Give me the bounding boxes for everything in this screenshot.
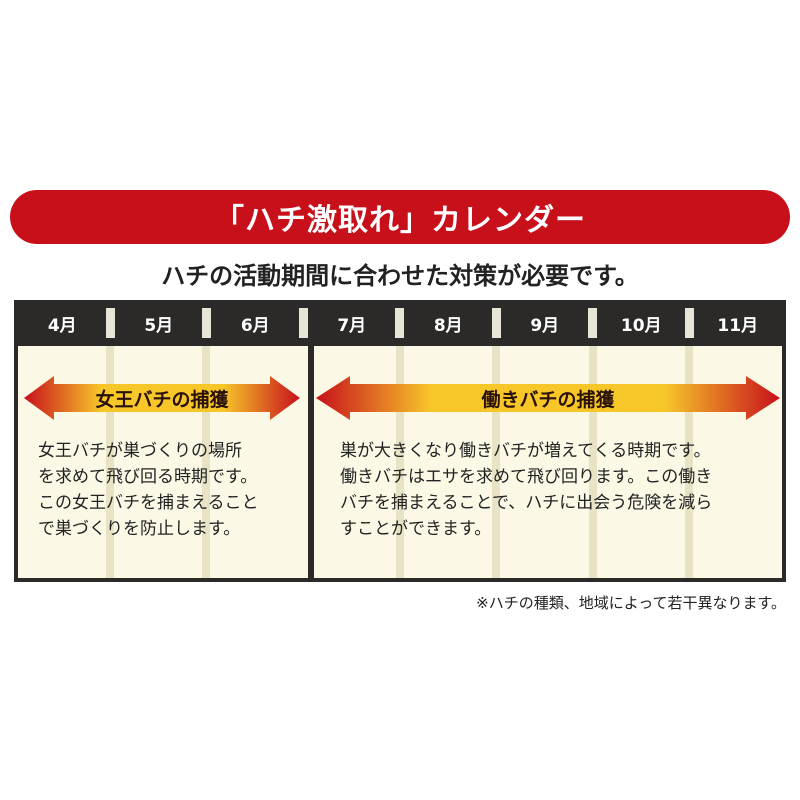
month-separator (685, 308, 694, 338)
month-label: 10月 (620, 315, 662, 336)
month-label: 9月 (530, 315, 560, 336)
description-line: すことができます。 (340, 519, 492, 539)
month-cell: 11月 (690, 300, 787, 346)
month-header: 4月 5月 6月 7月 8月 9月 10月 11月 (14, 300, 786, 346)
double-arrow-icon (316, 376, 780, 420)
worker-period-arrow: 働きバチの捕獲 (316, 376, 780, 420)
activity-calendar: 4月 5月 6月 7月 8月 9月 10月 11月 (14, 300, 786, 582)
month-cell: 4月 (14, 300, 111, 346)
queen-description: 女王バチが巣づくりの場所 を求めて飛び回る時期です。 この女王バチを捕まえること… (38, 438, 306, 542)
subtitle: ハチの活動期間に合わせた対策が必要です。 (161, 262, 639, 290)
description-line: この女王バチを捕まえること (38, 493, 259, 513)
month-label: 4月 (47, 315, 77, 336)
description-line: 働きバチはエサを求めて飛び回ります。この働き (340, 467, 713, 487)
worker-capture-label: 働きバチの捕獲 (481, 388, 615, 411)
month-guide-line (202, 346, 210, 578)
description-line: 女王バチが巣づくりの場所 (38, 441, 242, 461)
month-separator (106, 308, 115, 338)
month-cell: 10月 (593, 300, 690, 346)
month-label: 6月 (240, 315, 270, 336)
month-label: 7月 (337, 315, 367, 336)
description-line: バチを捕まえることで、ハチに出会う危険を減ら (340, 493, 713, 513)
description-line: で巣づくりを防止します。 (38, 519, 241, 539)
worker-description: 巣が大きくなり働きバチが増えてくる時期です。 働きバチはエサを求めて飛び回ります… (340, 438, 780, 542)
month-guide-line (492, 346, 500, 578)
month-separator (492, 308, 501, 338)
queen-period-arrow: 女王バチの捕獲 (24, 376, 300, 420)
month-cell: 6月 (207, 300, 304, 346)
month-guide-line (396, 346, 404, 578)
footnote: ※ハチの種類、地域によって若干異なります。 (476, 594, 786, 612)
title-banner: 「ハチ激取れ」カレンダー (10, 190, 790, 244)
month-label: 11月 (717, 315, 759, 336)
queen-capture-label: 女王バチの捕獲 (95, 388, 229, 411)
page-title: 「ハチ激取れ」カレンダー (214, 203, 586, 238)
description-line: を求めて飛び回る時期です。 (38, 467, 258, 487)
month-cell: 5月 (111, 300, 208, 346)
month-separator (202, 308, 211, 338)
month-label: 8月 (433, 315, 463, 336)
month-cell: 7月 (304, 300, 401, 346)
month-separator (299, 308, 308, 338)
month-guide-line (106, 346, 114, 578)
month-label: 5月 (144, 315, 174, 336)
month-guide-line (685, 346, 693, 578)
month-cell: 9月 (497, 300, 594, 346)
double-arrow-icon (24, 376, 300, 420)
month-separator (395, 308, 404, 338)
description-line: 巣が大きくなり働きバチが増えてくる時期です。 (340, 441, 711, 461)
month-guide-line (589, 346, 597, 578)
month-separator (588, 308, 597, 338)
month-cell: 8月 (400, 300, 497, 346)
